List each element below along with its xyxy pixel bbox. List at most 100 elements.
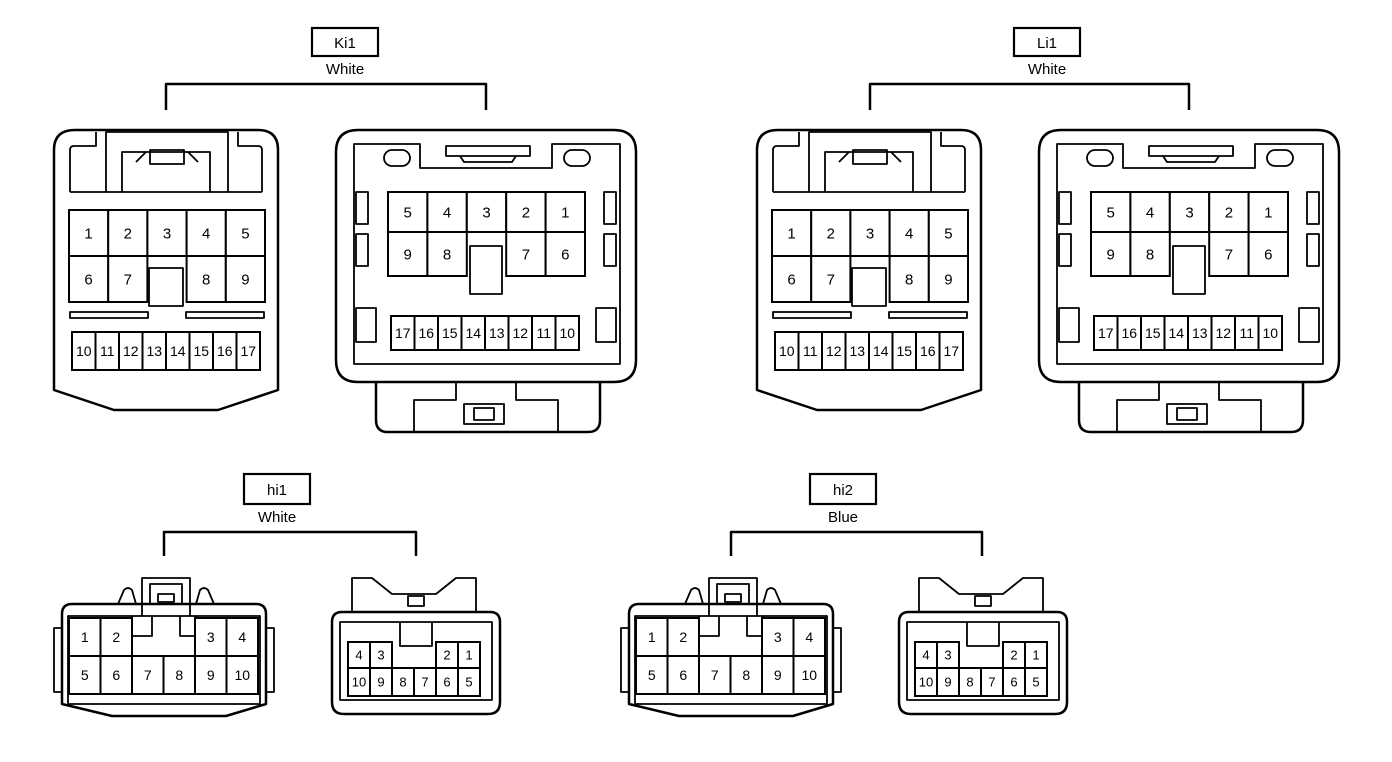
connector-color: White [258,509,296,526]
connector-bracket [868,82,1191,110]
pin-number: 1 [648,629,656,645]
pin-cell [68,617,102,657]
pin-number: 11 [100,343,115,359]
male-connector [897,577,1069,716]
pin-number: 9 [377,675,384,690]
pin-number: 7 [144,667,152,683]
pin-number: 10 [352,675,366,690]
pin-blank [148,267,184,307]
connector-group-li1: Li1 White [755,26,1341,434]
pin-number: 6 [561,246,569,263]
pin-cell [107,255,149,303]
pin-number: 4 [202,225,210,242]
pin-cell [465,191,508,233]
pin-number: 10 [559,325,575,341]
pin-number: 9 [774,667,782,683]
pin-cell [224,255,267,303]
pin-cell [1129,231,1171,277]
pin-cell [185,255,227,303]
pin-cell [666,655,700,695]
pin-number: 4 [355,648,362,663]
pin-cell [146,209,188,257]
pin-blank [851,267,887,307]
pin-cell [1257,315,1283,351]
pin-blank [1172,245,1206,295]
pin-number: 15 [193,343,209,359]
pin-cell [635,617,669,657]
connector-color: Blue [828,509,858,526]
pin-number: 10 [779,343,795,359]
pin-number: 10 [801,667,817,683]
pin-cell [1024,667,1048,697]
pin-number: 13 [1192,325,1208,341]
connector-bracket [162,530,418,556]
pin-cell [927,255,969,303]
pin-cell [888,255,930,303]
connector-label: Ki1 [334,35,356,52]
pin-cell [761,617,795,657]
pin-number: 10 [76,343,92,359]
pin-number: 16 [418,325,434,341]
connector-label-box [808,472,878,506]
pin-cell [68,209,110,257]
pin-number: 5 [944,225,952,242]
pin-number: 6 [443,675,450,690]
pin-number: 3 [482,204,490,221]
pin-number: 16 [920,343,936,359]
male-connector [1037,128,1341,434]
pin-number: 2 [1225,204,1233,221]
pin-number: 17 [1098,325,1114,341]
pin-number: 17 [943,343,959,359]
pin-cell [68,255,110,303]
pin-number: 16 [1121,325,1137,341]
pin-number: 15 [1145,325,1161,341]
pin-number: 2 [443,648,450,663]
pin-number: 9 [207,667,215,683]
pin-number: 12 [512,325,528,341]
pin-number: 6 [1264,246,1272,263]
pin-number: 8 [202,271,210,288]
pin-cell [544,231,586,277]
pin-cell [1247,231,1289,277]
pin-cell [457,667,481,697]
pin-cell [185,209,227,257]
pin-cell [68,655,102,695]
pin-number: 7 [421,675,428,690]
pin-number: 7 [711,667,719,683]
pin-number: 13 [146,343,162,359]
pin-number: 5 [465,675,472,690]
pin-cell [1090,191,1132,233]
female-connector [755,128,983,412]
pin-number: 8 [175,667,183,683]
pin-number: 2 [124,225,132,242]
pin-number: 14 [1168,325,1184,341]
pin-number: 4 [922,648,929,663]
pin-number: 12 [826,343,842,359]
pin-number: 7 [124,271,132,288]
pin-number: 5 [404,204,412,221]
connector-label: hi2 [833,482,853,499]
pin-number: 9 [944,271,952,288]
pin-cell [810,255,852,303]
pin-number: 16 [217,343,233,359]
pin-number: 15 [442,325,458,341]
pin-cell [938,331,964,371]
pin-number: 2 [112,629,120,645]
pin-number: 11 [536,325,551,341]
male-connector [330,577,502,716]
connector-label-box [242,472,312,506]
pin-number: 1 [561,204,569,221]
pin-number: 14 [873,343,889,359]
pin-number: 5 [241,225,249,242]
pin-number: 10 [1262,325,1278,341]
pin-cell [224,209,267,257]
pin-number: 10 [919,675,933,690]
pin-number: 9 [944,675,951,690]
connector-color: White [326,61,364,78]
pin-number: 2 [827,225,835,242]
pin-cell [927,209,969,257]
pin-number: 1 [81,629,89,645]
pin-number: 3 [866,225,874,242]
connector-color: White [1028,61,1066,78]
